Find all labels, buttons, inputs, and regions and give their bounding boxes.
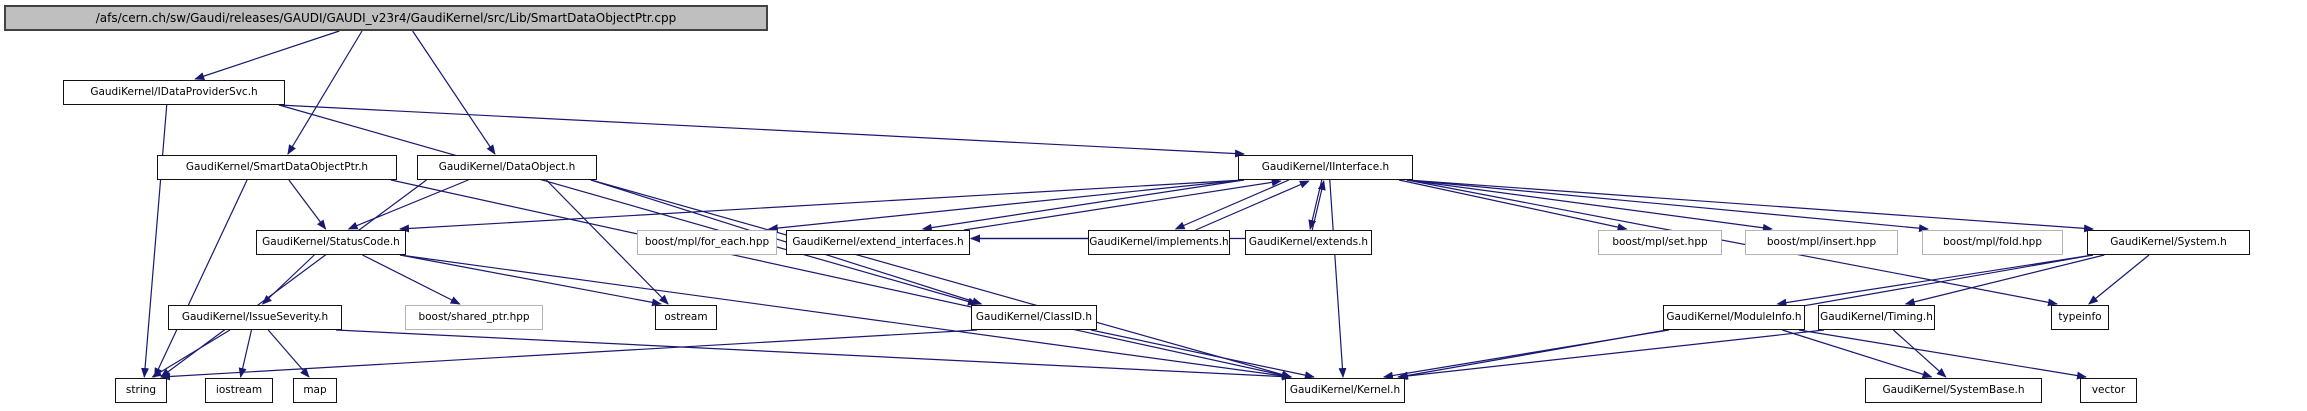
edge-dataobject-h-to-kernel-h (590, 179, 1292, 379)
node-extends-h[interactable]: GaudiKernel/extends.h (1245, 230, 1372, 255)
edge-moduleinfo-h-to-kernel-h (1382, 329, 1670, 380)
edge-idataprovidersvc-h-to-classid-h (278, 104, 978, 306)
edge-system-h-to-moduleinfo-h (1776, 254, 2094, 307)
node-ostream[interactable]: ostream (655, 305, 717, 330)
edge-dataobject-h-to-ostream (545, 179, 669, 305)
edge-cpp-to-dataobject-h (412, 30, 496, 155)
edge-smartdataobjectptr-h-to-kernel-h (390, 179, 1292, 379)
edge-moduleinfo-h-to-systembase-h (1782, 329, 1933, 379)
edge-issueseverity-h-to-kernel-h (335, 329, 1292, 381)
edge-idataprovidersvc-h-to-string (141, 104, 168, 378)
node-timing-h[interactable]: GaudiKernel/Timing.h (1818, 305, 1935, 330)
node-map[interactable]: map (293, 378, 337, 403)
edge-iinterface-h-to-implements-h (1174, 179, 1290, 230)
edge-issueseverity-h-to-iostream (238, 329, 253, 378)
edge-iinterface-h-to-for-each-hpp (767, 179, 1245, 233)
edge-smartdataobjectptr-h-to-string (154, 179, 248, 378)
edge-system-h-to-typeinfo (2088, 254, 2150, 305)
edge-implements-h-to-iinterface-h (1195, 180, 1310, 231)
edge-dataobject-h-to-string (160, 179, 427, 378)
edge-iinterface-h-to-insert-hpp (1406, 179, 1773, 232)
edge-iinterface-h-to-extend-interfaces-h (921, 179, 1245, 232)
edge-iinterface-h-to-fold-hpp (1406, 179, 1929, 233)
edge-classid-h-to-kernel-h (1090, 329, 1315, 380)
edge-moduleinfo-h-to-vector (1798, 329, 2087, 380)
node-smartdataobjectptr-h[interactable]: GaudiKernel/SmartDataObjectPtr.h (157, 155, 397, 180)
edge-iinterface-h-to-system-h (1406, 179, 2094, 233)
edge-statuscode-h-to-ostream (399, 254, 662, 307)
edge-iinterface-h-to-set-hpp (1398, 179, 1628, 232)
edge-iinterface-h-to-kernel-h (1329, 179, 1347, 378)
edge-cpp-to-smartdataobjectptr-h (287, 30, 363, 155)
edge-statuscode-h-to-kernel-h (399, 254, 1292, 380)
node-implements-h[interactable]: GaudiKernel/implements.h (1088, 230, 1230, 255)
node-typeinfo[interactable]: typeinfo (2051, 305, 2109, 330)
edge-issueseverity-h-to-string (151, 329, 231, 378)
edge-iinterface-h-to-typeinfo (1406, 179, 2058, 307)
edge-statuscode-h-to-shared-ptr-hpp (362, 254, 461, 305)
edge-system-h-to-timing-h (1904, 254, 2105, 306)
node-system-h[interactable]: GaudiKernel/System.h (2087, 230, 2250, 255)
node-fold-hpp[interactable]: boost/mpl/fold.hpp (1922, 230, 2063, 255)
node-moduleinfo-h[interactable]: GaudiKernel/ModuleInfo.h (1663, 305, 1805, 330)
edge-smartdataobjectptr-h-to-statuscode-h (288, 179, 327, 230)
node-issueseverity-h[interactable]: GaudiKernel/IssueSeverity.h (168, 305, 342, 330)
edge-dataobject-h-to-statuscode-h (347, 179, 469, 230)
edge-extends-h-to-iinterface-h (1311, 180, 1326, 231)
node-cpp: /afs/cern.ch/sw/Gaudi/releases/GAUDI/GAU… (4, 5, 768, 31)
node-insert-hpp[interactable]: boost/mpl/insert.hpp (1745, 230, 1898, 255)
node-string[interactable]: string (115, 378, 167, 403)
edge-classid-h-to-string (160, 329, 978, 381)
edge-statuscode-h-to-issueseverity-h (261, 254, 315, 305)
node-set-hpp[interactable]: boost/mpl/set.hpp (1598, 230, 1722, 255)
node-kernel-h[interactable]: GaudiKernel/Kernel.h (1285, 378, 1405, 403)
node-systembase-h[interactable]: GaudiKernel/SystemBase.h (1865, 378, 2042, 403)
edge-iinterface-h-to-statuscode-h (399, 179, 1245, 233)
edge-timing-h-to-kernel-h (1397, 329, 1825, 380)
node-classid-h[interactable]: GaudiKernel/ClassID.h (971, 305, 1097, 330)
node-dataobject-h[interactable]: GaudiKernel/DataObject.h (417, 155, 597, 180)
edge-idataprovidersvc-h-to-iinterface-h (278, 104, 1245, 158)
node-iostream[interactable]: iostream (205, 378, 273, 403)
node-shared-ptr-hpp[interactable]: boost/shared_ptr.hpp (405, 305, 543, 330)
node-iinterface-h[interactable]: GaudiKernel/IInterface.h (1238, 155, 1413, 180)
node-extend-interfaces-h[interactable]: GaudiKernel/extend_interfaces.h (786, 230, 970, 255)
node-statuscode-h[interactable]: GaudiKernel/StatusCode.h (256, 230, 406, 255)
edge-cpp-to-idataprovidersvc-h (194, 30, 340, 80)
node-vector[interactable]: vector (2080, 378, 2137, 403)
edge-timing-h-to-systembase-h (1893, 329, 1947, 378)
node-for-each-hpp[interactable]: boost/mpl/for_each.hpp (637, 230, 777, 255)
edge-extend-interfaces-h-to-iinterface-h (963, 178, 1282, 231)
node-idataprovidersvc-h[interactable]: GaudiKernel/IDataProviderSvc.h (63, 80, 285, 105)
edge-iinterface-h-to-extends-h (1308, 179, 1323, 230)
